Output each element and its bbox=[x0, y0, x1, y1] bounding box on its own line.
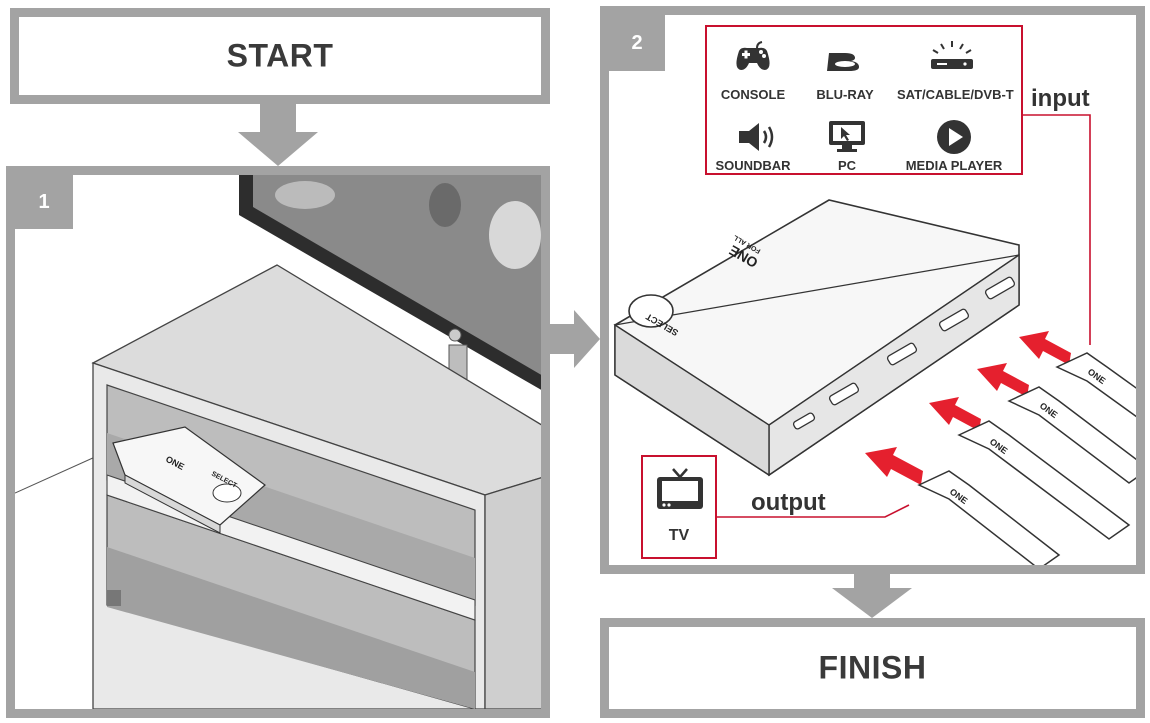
device-label-bluray: BLU-RAY bbox=[816, 87, 874, 102]
input-label: input bbox=[1031, 85, 1090, 112]
gamepad-icon bbox=[736, 41, 770, 70]
finish-box: FINISH bbox=[600, 618, 1145, 718]
set-top-box-icon bbox=[931, 41, 973, 69]
hdmi-switch-illustration: ONE FOR ALL SELECT ONE ONE ONE ONE bbox=[613, 114, 1136, 565]
device-label-tv: TV bbox=[668, 527, 690, 544]
arrow-down-finish bbox=[832, 574, 912, 618]
tv-output-panel: TV bbox=[641, 455, 717, 559]
step-1-badge: 1 bbox=[15, 175, 73, 229]
step-2-badge: 2 bbox=[609, 15, 665, 71]
device-label-soundbar: SOUNDBAR bbox=[715, 158, 791, 173]
arrow-down-start bbox=[238, 104, 318, 166]
device-label-console: CONSOLE bbox=[720, 87, 786, 102]
tv-icon bbox=[657, 468, 703, 509]
arrow-right-step bbox=[550, 310, 600, 368]
tv-stand-illustration: ONE SELECT bbox=[15, 175, 541, 709]
monitor-icon bbox=[829, 121, 865, 152]
step-2-panel: ONE FOR ALL SELECT ONE ONE ONE ONE bbox=[600, 6, 1145, 574]
speaker-icon bbox=[739, 123, 774, 151]
output-label: output bbox=[751, 489, 826, 516]
start-label: START bbox=[226, 37, 334, 74]
finish-label: FINISH bbox=[818, 649, 927, 686]
start-box: START bbox=[10, 8, 550, 104]
device-label-pc: PC bbox=[837, 158, 857, 173]
device-label-sat-cable: SAT/CABLE/DVB-T bbox=[897, 87, 1014, 102]
step-1-panel: ONE SELECT 1 bbox=[6, 166, 550, 718]
bluray-icon bbox=[827, 53, 859, 71]
device-label-media-player: MEDIA PLAYER bbox=[905, 158, 1003, 173]
play-icon bbox=[937, 120, 971, 154]
input-devices-panel: CONSOLE BLU-RAY SAT/CABLE/DVB-T SOUNDBAR bbox=[705, 25, 1023, 175]
